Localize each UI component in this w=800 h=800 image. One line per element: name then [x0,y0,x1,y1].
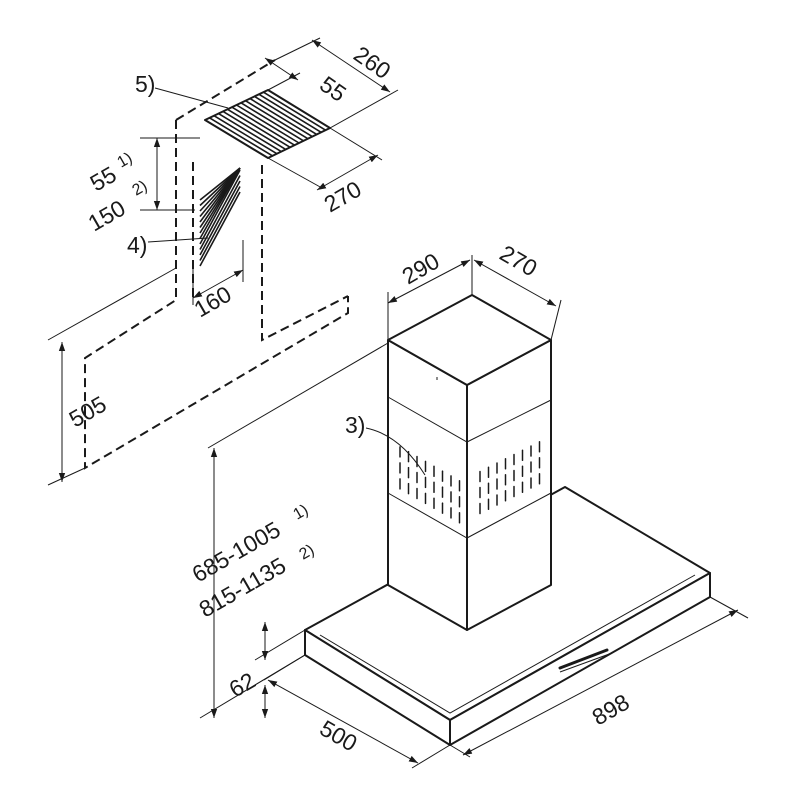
hatch-line [240,102,304,142]
dim-vertical-offset-2: 150 [84,195,130,237]
hatch-line [199,169,241,245]
dim-hood-height: 62 [225,667,260,702]
dim-top-offset: 55 [315,71,351,107]
hatch-line [218,112,282,153]
hatch-line [231,106,295,146]
duct-opening-hatched [204,89,331,159]
hatch-line [199,186,241,261]
footnote-height-1: 1) [291,502,312,524]
hatch-line [263,91,326,131]
dim-cutout-width: 160 [190,281,236,323]
dimension-lines [47,37,749,769]
footnote-vertical-1: 1) [115,150,136,172]
hatch-line [222,110,287,151]
dim-chimney-depth: 270 [496,240,542,282]
hatch-line [199,180,241,256]
hatch-line [213,115,278,155]
dim-hood-width: 898 [588,689,634,731]
hatch-line [258,93,322,133]
hatch-line [199,191,241,267]
callout-3: 3) [345,412,365,438]
dim-mount-height: 505 [65,391,111,433]
callout-4: 4) [127,232,147,258]
hatch-lines-top [209,91,326,157]
hatch-line [245,100,309,140]
hatch-line [199,167,241,239]
footnote-vertical-2: 2) [130,178,151,200]
wall-cutout-hatched [196,163,243,268]
dim-top-depth: 270 [320,176,366,218]
hatch-line [199,175,241,250]
hatch-lines-side [199,167,241,267]
callout-5: 5) [135,71,155,97]
hatch-line [236,104,300,144]
dim-vertical-offset-1: 55 [86,161,121,196]
vent-slots [399,441,541,524]
chimney [387,294,552,631]
dim-top-width: 260 [349,41,395,84]
dim-hood-depth: 500 [316,715,362,757]
footnote-height-2: 2) [297,542,318,564]
dim-chimney-width: 290 [398,248,444,290]
hatch-line [249,97,313,138]
hatch-line [254,95,318,136]
hatch-line [209,117,273,157]
hatch-line [227,108,291,148]
